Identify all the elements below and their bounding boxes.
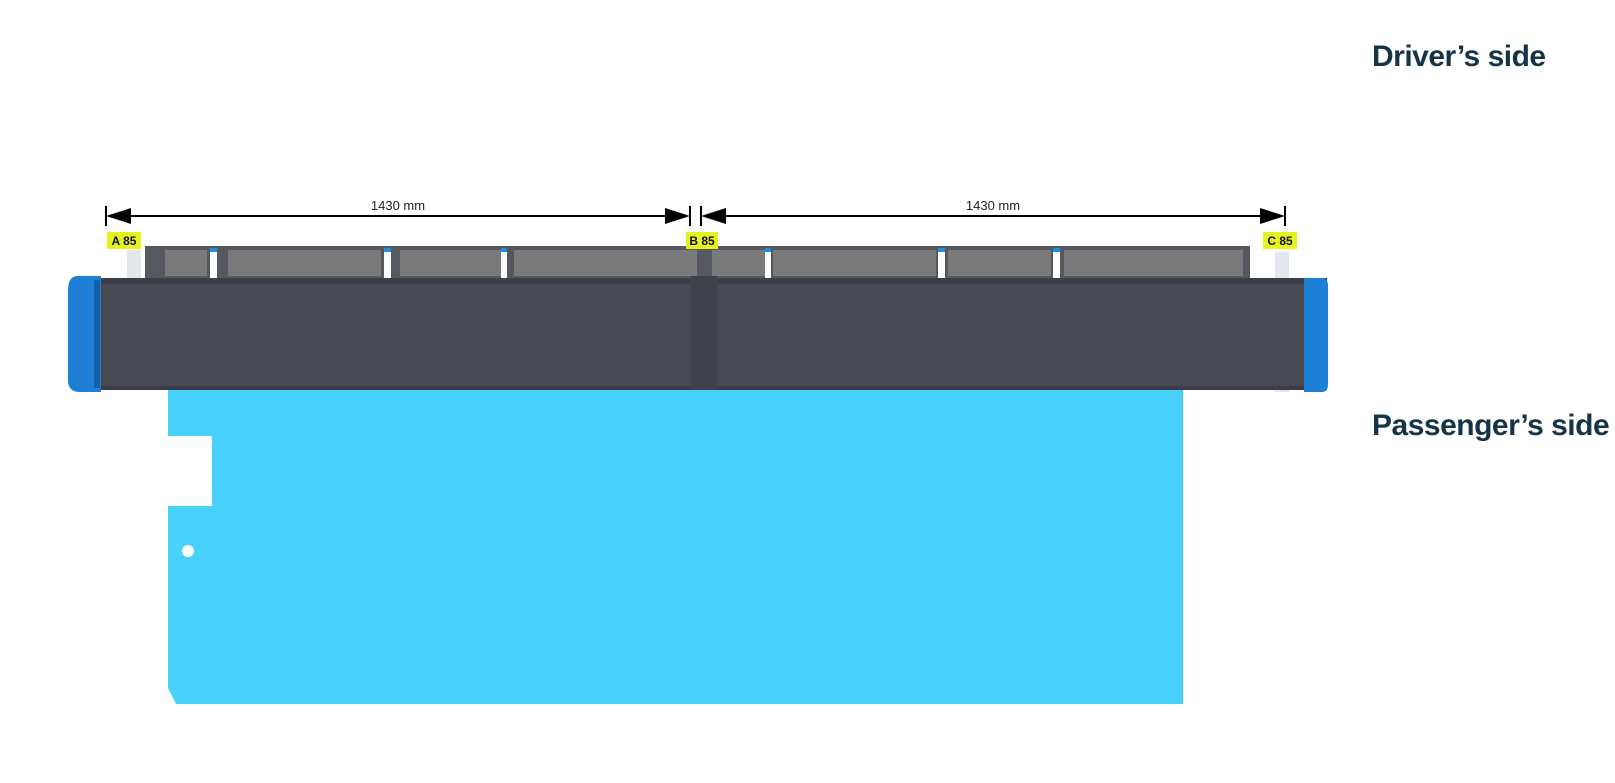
mount-point-a: A 85 [107, 232, 141, 249]
slot-dividers [210, 250, 1060, 278]
roof-hole [182, 545, 194, 557]
tag-background [686, 232, 718, 249]
tag-background [1263, 232, 1297, 249]
dimension-label: 1430 mm [371, 198, 425, 213]
dimension-line-2 [700, 206, 1286, 226]
mount-point-c: C 85 [1263, 232, 1297, 249]
rack-joint [691, 276, 717, 390]
passenger-side-label: Passenger’s side [1372, 409, 1610, 442]
divider-accents [210, 248, 1060, 252]
vehicle-roof [168, 385, 1183, 704]
left-end-cap [68, 276, 101, 392]
mount-tag-label: B 85 [689, 234, 715, 248]
right-end-cap [1304, 278, 1328, 392]
mount-point-b: B 85 [686, 232, 718, 249]
tag-background [107, 232, 141, 249]
mount-tag-label: C 85 [1267, 234, 1293, 248]
dimension-line-1 [105, 206, 691, 226]
rack-slots [165, 250, 1243, 276]
dimension-label: 1430 mm [966, 198, 1020, 213]
left-end-cap-inner [94, 280, 100, 388]
mount-tag-label: A 85 [112, 234, 137, 248]
driver-side-label: Driver’s side [1372, 40, 1546, 73]
